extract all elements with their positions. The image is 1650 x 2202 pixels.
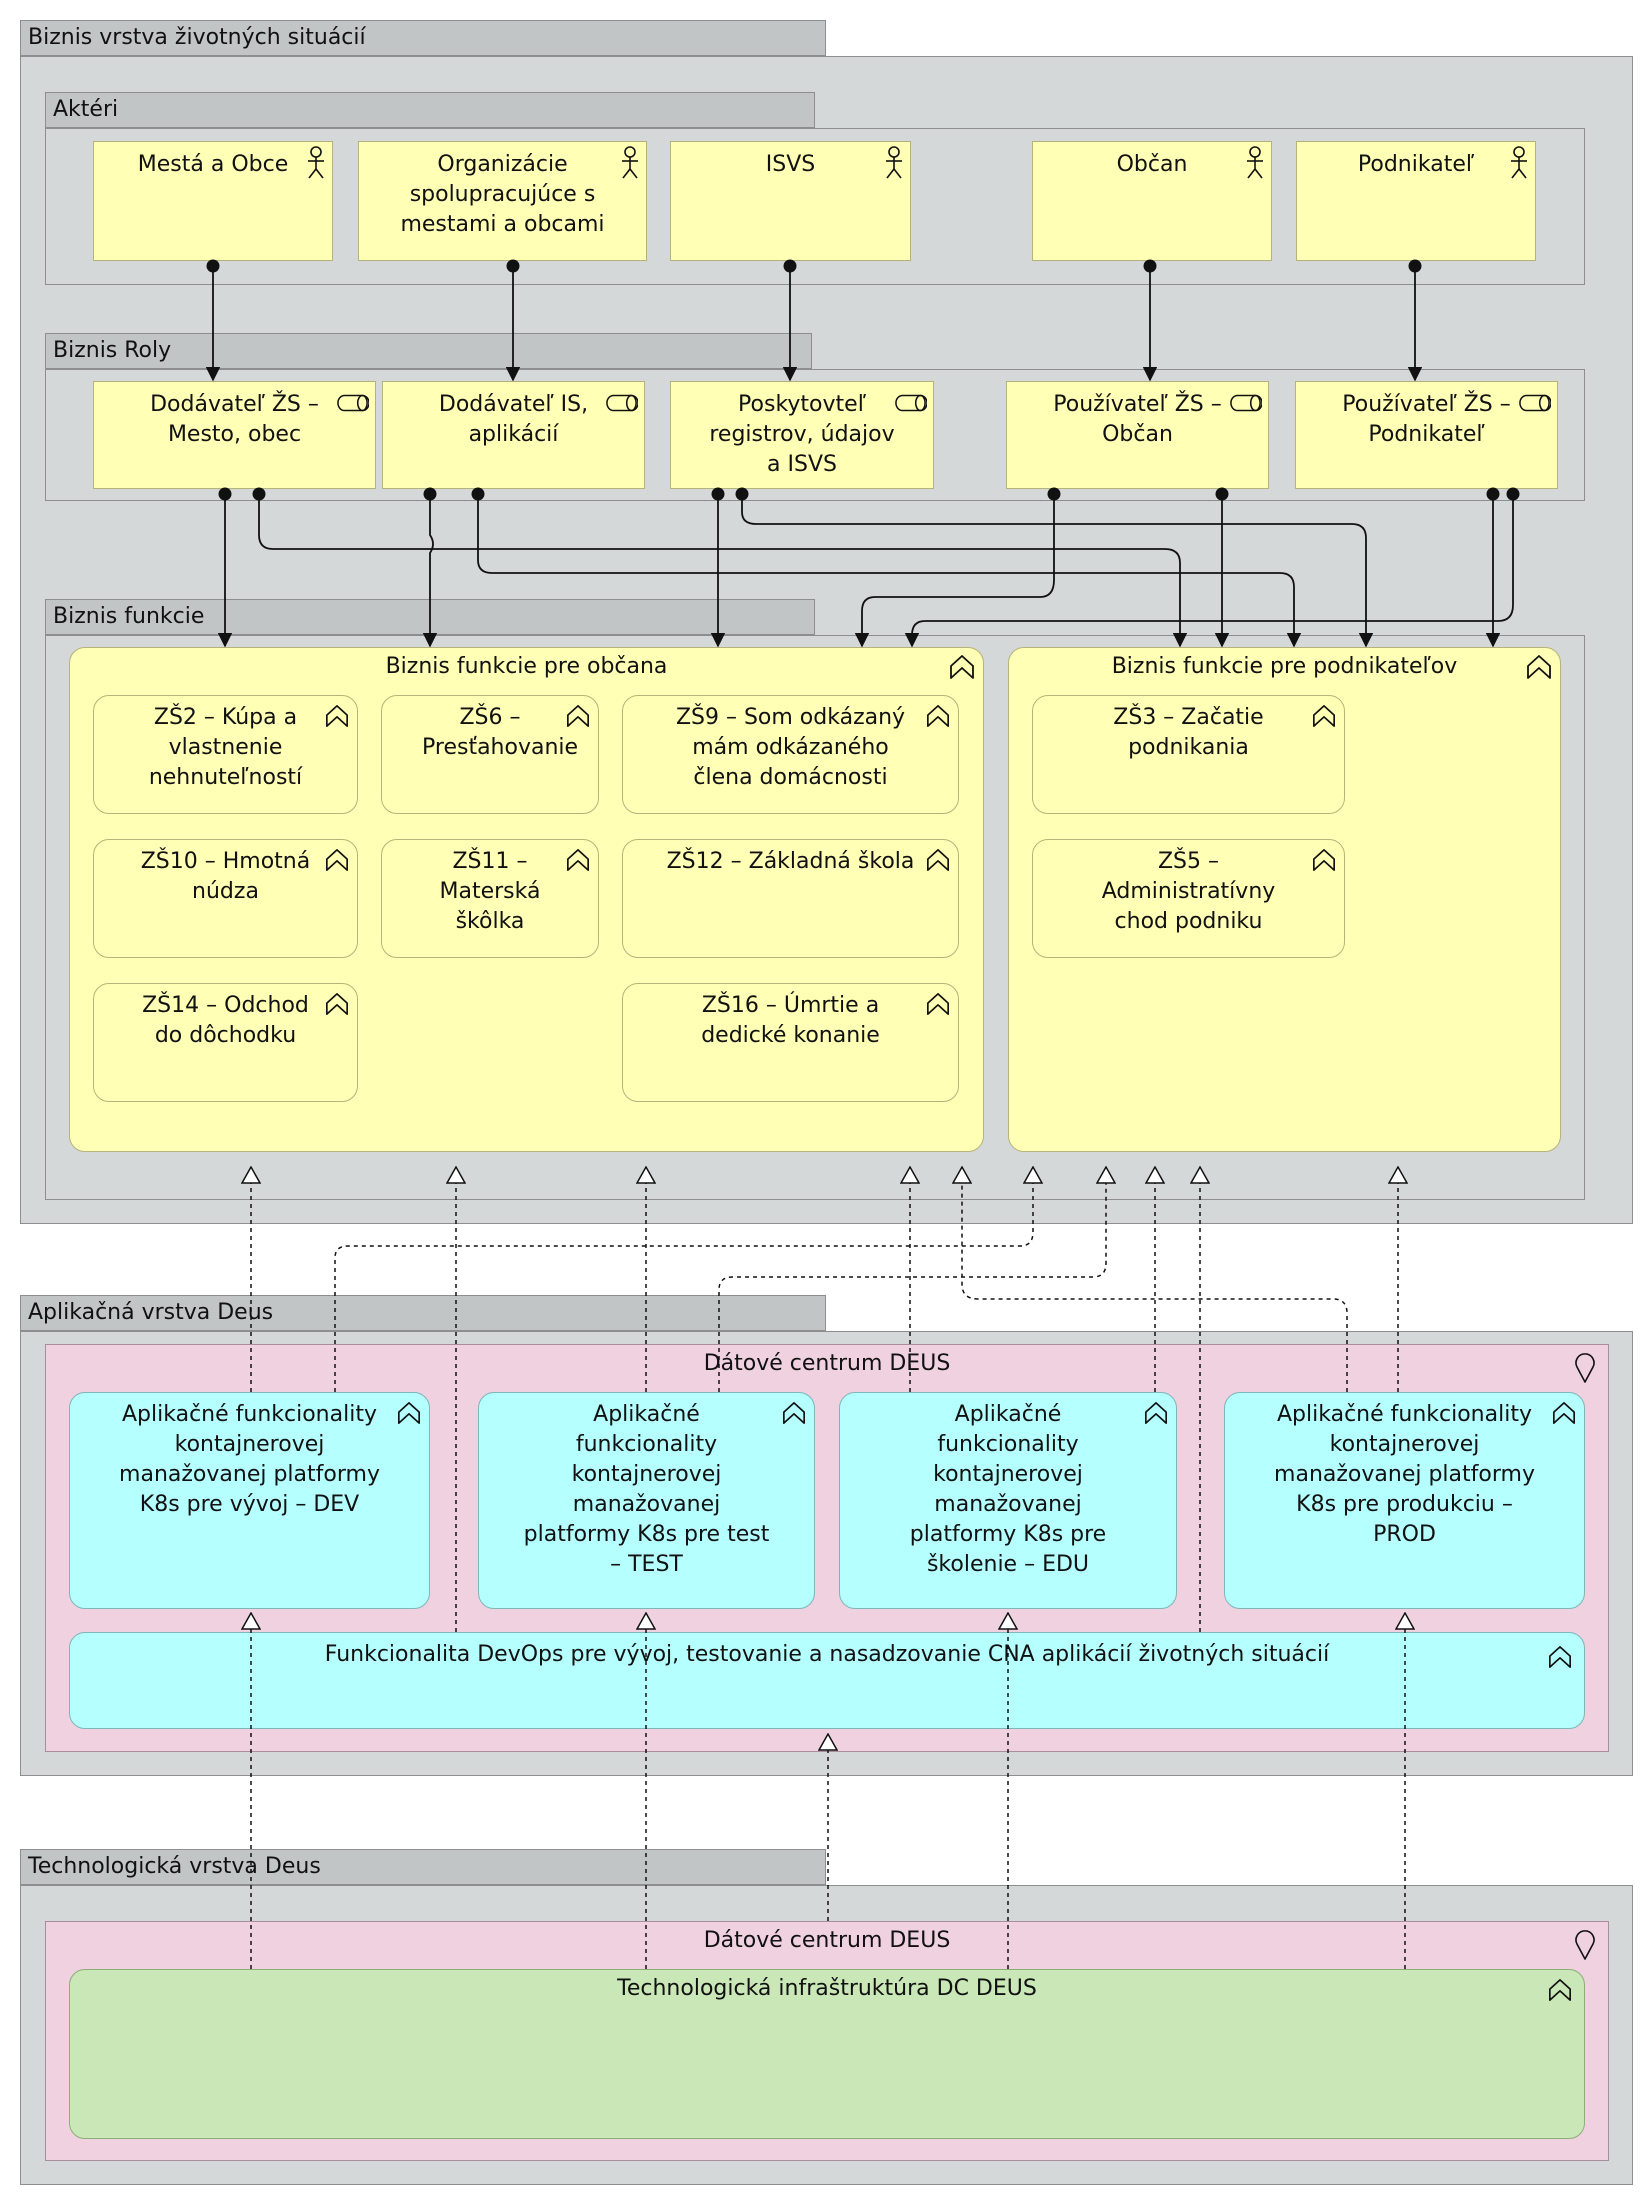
actor-label: Občan (1116, 152, 1188, 177)
function-label: ZŠ2 – Kúpa a vlastnenie nehnuteľností (148, 705, 303, 790)
role-label: Dodávateľ IS, aplikácií (438, 392, 589, 447)
app-function-label: Aplikačné funkcionality kontajnerovej ma… (119, 1402, 380, 1517)
actor-label: Organizácie spolupracujúce s mestami a o… (400, 152, 605, 237)
devops-label: Funkcionalita DevOps pre vývoj, testovan… (324, 1642, 1330, 1667)
technology-layer-title: Technologická vrstva Deus (20, 1849, 826, 1885)
realization-line (718, 1168, 1106, 1392)
actor-label: ISVS (765, 152, 816, 177)
assignment-line (471, 487, 1302, 648)
tech-location-title: Dátové centrum DEUS (703, 1928, 951, 1953)
application-layer-title: Aplikačná vrstva Deus (20, 1295, 826, 1331)
tech-infrastructure-label: Technologická infraštruktúra DC DEUS (617, 1976, 1037, 2001)
function-zs14[interactable]: ZŠ14 – Odchod do dôchodku (93, 983, 358, 1102)
business-layer-title: Biznis vrstva životných situácií (20, 20, 826, 56)
assignment-line (854, 487, 1061, 648)
function-label: ZŠ10 – Hmotná núdza (140, 849, 311, 904)
app-function-prod[interactable]: Aplikačné funkcionality kontajnerovej ma… (1224, 1392, 1585, 1609)
assignment-line (252, 487, 1188, 648)
function-zs9[interactable]: ZŠ9 – Som odkázaný mám odkázaného člena … (622, 695, 959, 814)
function-zs10[interactable]: ZŠ10 – Hmotná núdza (93, 839, 358, 958)
function-label: ZŠ11 – Materská škôlka (439, 849, 541, 934)
role-label: Používateľ ŽS – Podnikateľ (1342, 392, 1511, 447)
function-zs6[interactable]: ZŠ6 – Presťahovanie (381, 695, 599, 814)
role-label: Používateľ ŽS – Občan (1053, 392, 1222, 447)
function-zs16[interactable]: ZŠ16 – Úmrtie a dedické konanie (622, 983, 959, 1102)
assignment-line (422, 487, 438, 648)
app-location-title: Dátové centrum DEUS (703, 1351, 951, 1376)
tech-infrastructure[interactable]: Technologická infraštruktúra DC DEUS (69, 1969, 1585, 2139)
role-label: Dodávateľ ŽS – Mesto, obec (150, 392, 319, 447)
role-pouzivatel-obcan[interactable]: Používateľ ŽS – Občan (1006, 381, 1269, 489)
realization-line (334, 1168, 1033, 1392)
role-pouzivatel-podnikatel[interactable]: Používateľ ŽS – Podnikateľ (1295, 381, 1558, 489)
function-label: ZŠ5 – Administratívny chod podniku (1101, 849, 1276, 934)
role-dodavatel-zs[interactable]: Dodávateľ ŽS – Mesto, obec (93, 381, 376, 489)
function-zs12[interactable]: ZŠ12 – Základná škola (622, 839, 959, 958)
app-function-label: Aplikačné funkcionality kontajnerovej ma… (523, 1402, 770, 1577)
function-zs3[interactable]: ZŠ3 – Začatie podnikania (1032, 695, 1345, 814)
actor-label: Podnikateľ (1357, 152, 1475, 177)
function-label: ZŠ12 – Základná škola (666, 849, 915, 874)
devops-function[interactable]: Funkcionalita DevOps pre vývoj, testovan… (69, 1632, 1585, 1729)
app-function-label: Aplikačné funkcionality kontajnerovej ma… (909, 1402, 1107, 1577)
app-function-dev[interactable]: Aplikačné funkcionality kontajnerovej ma… (69, 1392, 430, 1609)
role-label: Poskytovteľ registrov, údajov a ISVS (709, 392, 895, 477)
actor-podnikatel[interactable]: Podnikateľ (1296, 141, 1536, 261)
realization-line (962, 1168, 1348, 1392)
function-label: ZŠ16 – Úmrtie a dedické konanie (701, 993, 880, 1048)
function-label: ZŠ6 – Presťahovanie (422, 705, 579, 760)
actors-group-title: Aktéri (45, 92, 815, 128)
actor-isvs[interactable]: ISVS (670, 141, 911, 261)
citizen-functions-title: Biznis funkcie pre občana (385, 654, 668, 679)
business-functions-title: Biznis funkcie pre podnikateľov (1111, 654, 1458, 679)
role-dodavatel-is[interactable]: Dodávateľ IS, aplikácií (382, 381, 645, 489)
roles-group-title: Biznis Roly (45, 333, 812, 369)
function-label: ZŠ14 – Odchod do dôchodku (142, 993, 309, 1048)
function-zs11[interactable]: ZŠ11 – Materská škôlka (381, 839, 599, 958)
app-function-label: Aplikačné funkcionality kontajnerovej ma… (1274, 1402, 1535, 1547)
app-function-test[interactable]: Aplikačné funkcionality kontajnerovej ma… (478, 1392, 815, 1609)
actor-obcan[interactable]: Občan (1032, 141, 1272, 261)
function-label: ZŠ9 – Som odkázaný mám odkázaného člena … (675, 705, 906, 790)
function-label: ZŠ3 – Začatie podnikania (1113, 705, 1264, 760)
function-zs2[interactable]: ZŠ2 – Kúpa a vlastnenie nehnuteľností (93, 695, 358, 814)
actor-label: Mestá a Obce (137, 152, 289, 177)
role-poskytovatel[interactable]: Poskytovteľ registrov, údajov a ISVS (670, 381, 934, 489)
actor-organizacie[interactable]: Organizácie spolupracujúce s mestami a o… (358, 141, 647, 261)
function-zs5[interactable]: ZŠ5 – Administratívny chod podniku (1032, 839, 1345, 958)
actor-mesta-a-obce[interactable]: Mestá a Obce (93, 141, 333, 261)
assignment-line (904, 487, 1520, 648)
app-function-edu[interactable]: Aplikačné funkcionality kontajnerovej ma… (839, 1392, 1177, 1609)
